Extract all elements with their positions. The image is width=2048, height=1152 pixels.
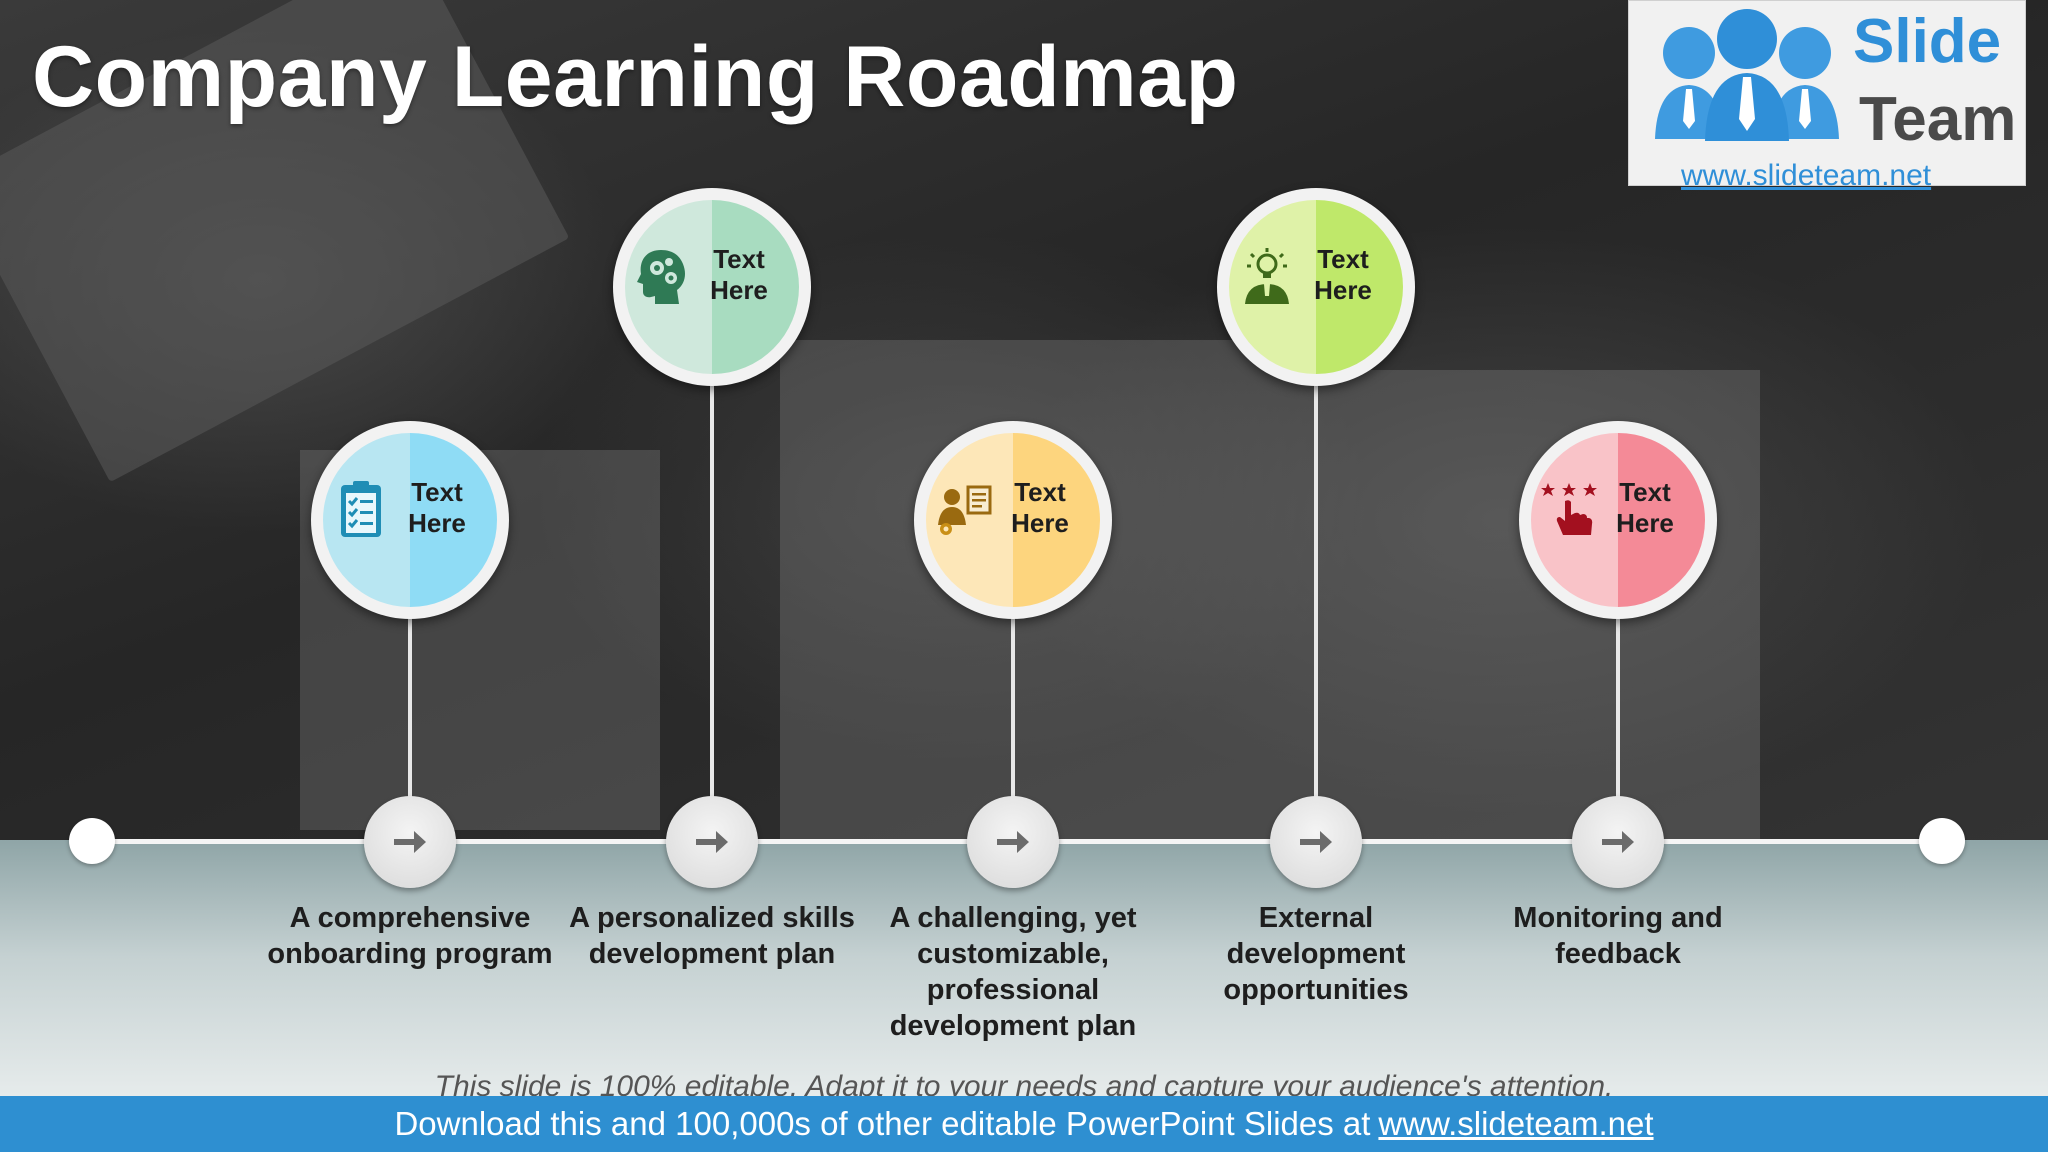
milestone-3-label-line1: Text	[1014, 477, 1066, 507]
arrow-right-icon	[997, 831, 1029, 853]
timeline-start-dot	[69, 818, 115, 864]
milestone-1-label-line2: Here	[408, 508, 466, 538]
milestone-5-right-half	[1618, 433, 1705, 607]
logo-slide-text: Slide	[1853, 7, 2002, 76]
milestone-1-description: A comprehensive onboarding program	[267, 902, 553, 970]
connector-1	[408, 612, 412, 802]
milestone-1-disc	[323, 433, 497, 607]
logo-team-text: Team	[1859, 85, 2017, 154]
milestone-5-description: Monitoring and feedback	[1513, 902, 1723, 970]
milestone-2[interactable]: Text Here	[613, 188, 811, 386]
milestone-3[interactable]: Text Here	[914, 421, 1112, 619]
milestone-4-label: Text Here	[1301, 244, 1385, 306]
timeline-end-dot	[1919, 818, 1965, 864]
milestone-4-description: External development opportunities	[1223, 902, 1409, 1006]
download-banner: Download this and 100,000s of other edit…	[0, 1096, 2048, 1152]
milestone-3-description: A challenging, yet customizable, profess…	[889, 902, 1137, 1042]
milestone-4-right-half	[1316, 200, 1403, 374]
connector-5	[1616, 612, 1620, 802]
slideteam-logo: Slide Team www.slideteam.net	[1628, 0, 2026, 192]
people-group-icon	[1655, 9, 1839, 141]
connector-3	[1011, 612, 1015, 802]
milestone-3-label: Text Here	[998, 477, 1082, 539]
arrow-right-icon	[1300, 831, 1332, 853]
milestone-2-label-line2: Here	[710, 275, 768, 305]
milestone-5-label-line2: Here	[1616, 508, 1674, 538]
milestone-4[interactable]: Text Here	[1217, 188, 1415, 386]
clipboard-checklist-icon	[341, 481, 381, 537]
timeline-node-3[interactable]	[967, 796, 1059, 888]
milestone-5-label: Text Here	[1603, 477, 1687, 539]
milestone-2-label-line1: Text	[713, 244, 765, 274]
milestone-2-right-half	[712, 200, 799, 374]
arrow-right-icon	[696, 831, 728, 853]
milestone-5[interactable]: Text Here	[1519, 421, 1717, 619]
timeline-node-4[interactable]	[1270, 796, 1362, 888]
connector-2	[710, 378, 714, 802]
logo-url[interactable]: www.slideteam.net	[1681, 159, 1932, 192]
milestone-3-label-line2: Here	[1011, 508, 1069, 538]
milestone-1-right-half	[410, 433, 497, 607]
timeline-node-1[interactable]	[364, 796, 456, 888]
download-link[interactable]: www.slideteam.net	[1378, 1105, 1654, 1142]
milestone-1-label: Text Here	[395, 477, 479, 539]
milestone-2-label: Text Here	[697, 244, 781, 306]
head-gears-icon	[637, 250, 685, 304]
milestone-2-description: A personalized skills development plan	[569, 902, 855, 970]
timeline-node-5[interactable]	[1572, 796, 1664, 888]
milestone-1[interactable]: Text Here	[311, 421, 509, 619]
connector-4	[1314, 378, 1318, 802]
milestone-1-label-line1: Text	[411, 477, 463, 507]
download-text: Download this and 100,000s of other edit…	[394, 1105, 1371, 1142]
milestone-4-label-line1: Text	[1317, 244, 1369, 274]
idea-bulb-person-icon	[1245, 248, 1289, 304]
milestone-2-disc	[625, 200, 799, 374]
team-presentation-icon	[938, 485, 992, 535]
rating-stars-hand-icon	[1541, 483, 1597, 535]
milestone-3-right-half	[1013, 433, 1100, 607]
timeline-node-2[interactable]	[666, 796, 758, 888]
milestone-5-label-line1: Text	[1619, 477, 1671, 507]
page-title: Company Learning Roadmap	[32, 29, 1239, 125]
milestone-4-label-line2: Here	[1314, 275, 1372, 305]
milestone-3-disc	[926, 433, 1100, 607]
arrow-right-icon	[1602, 831, 1634, 853]
arrow-right-icon	[394, 831, 426, 853]
